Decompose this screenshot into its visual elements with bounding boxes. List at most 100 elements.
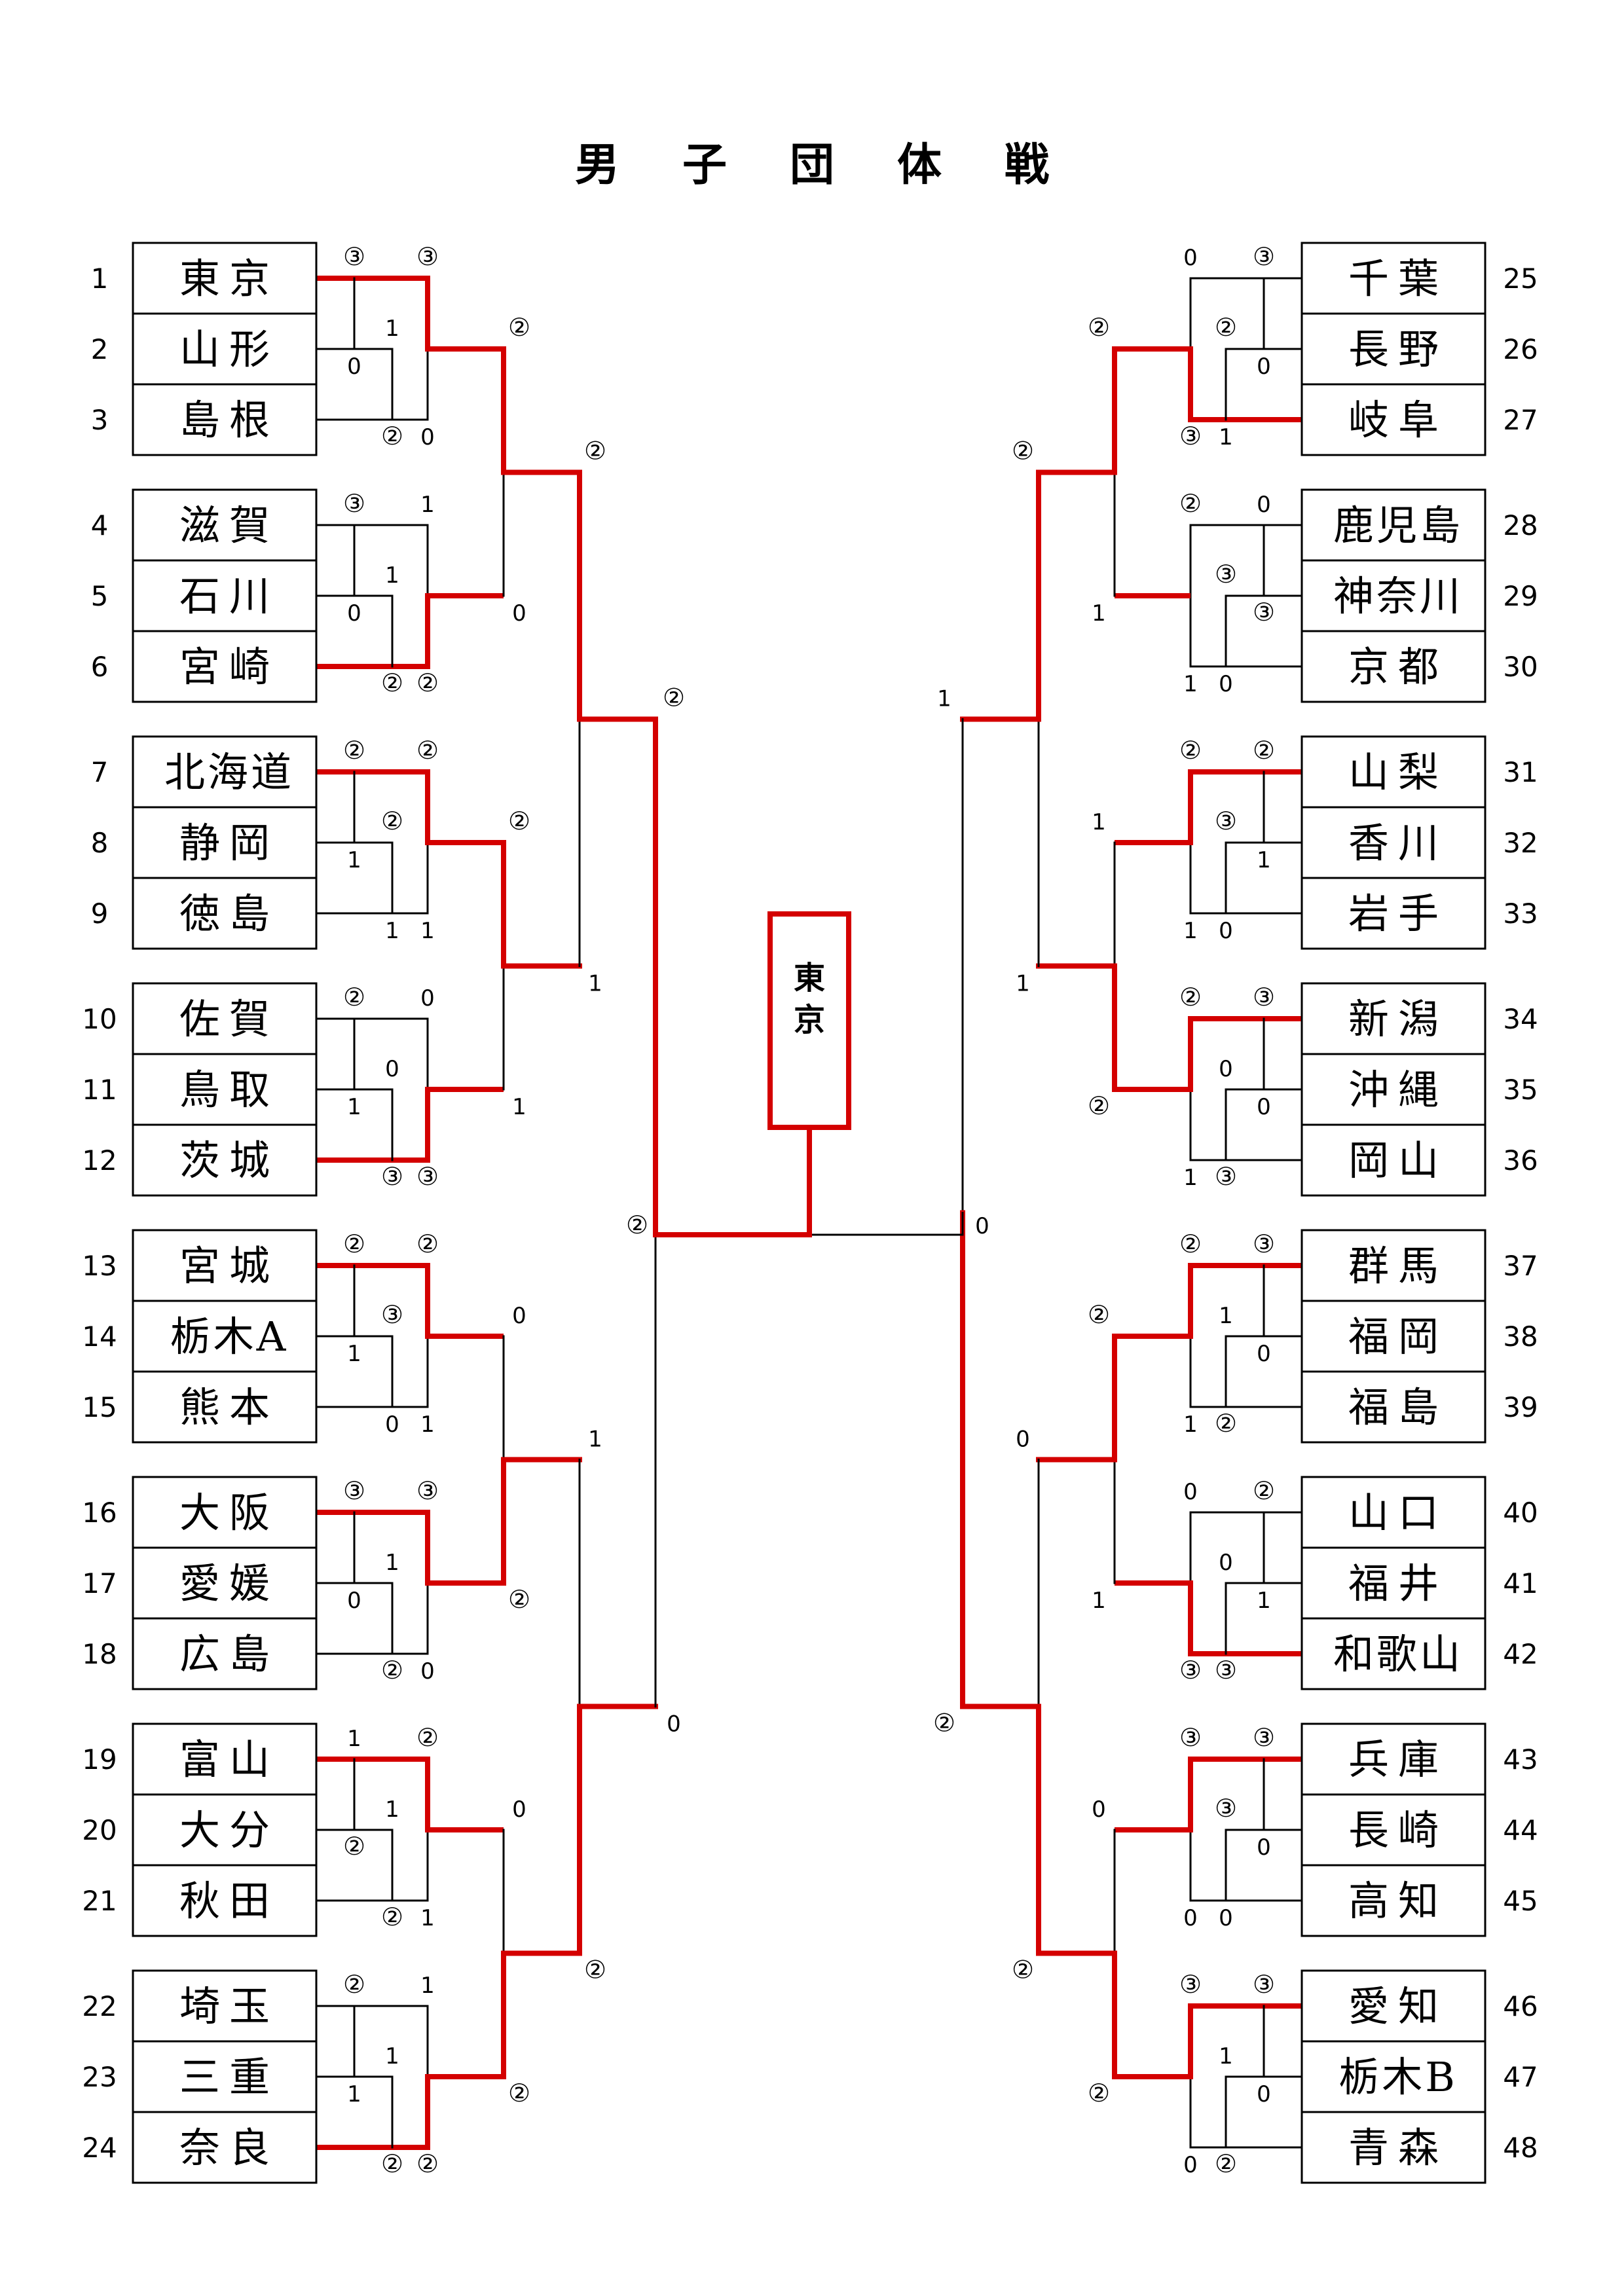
team-name: 山口 — [1348, 1489, 1448, 1537]
score: 1 — [1183, 1412, 1198, 1438]
score: 0 — [1257, 1341, 1271, 1367]
score: ② — [381, 422, 403, 450]
seed-number: 25 — [1503, 263, 1538, 295]
bracket-lines — [314, 276, 1304, 2150]
score: ② — [381, 1903, 403, 1931]
score: ② — [343, 1230, 365, 1258]
seed-number: 8 — [91, 827, 109, 859]
round2-score: 1 — [588, 971, 602, 997]
round2-score: 0 — [1016, 1427, 1030, 1453]
score: 1 — [420, 918, 435, 944]
score: 1 — [1183, 918, 1198, 944]
round1-score: 1 — [512, 1094, 526, 1120]
league-winner-line — [1115, 1759, 1193, 1832]
score: 0 — [1219, 671, 1233, 697]
score: 0 — [420, 1658, 435, 1685]
team-box — [1301, 1229, 1486, 1302]
round2-score: ② — [1012, 437, 1034, 465]
score: 1 — [1257, 1588, 1271, 1614]
team-name: 石川 — [179, 572, 279, 620]
team-name: 滋賀 — [179, 501, 279, 549]
team-name: 福島 — [1348, 1383, 1448, 1431]
score: ② — [1179, 489, 1202, 518]
seed-number: 3 — [91, 404, 109, 436]
seed-number: 30 — [1503, 651, 1538, 683]
seed-number: 5 — [91, 580, 109, 612]
seed-number: 31 — [1503, 756, 1538, 788]
team-name: 佐賀 — [179, 995, 279, 1043]
seed-number: 13 — [82, 1250, 117, 1282]
score: 0 — [347, 1588, 361, 1614]
score: ③ — [381, 1300, 403, 1329]
round3-score: 1 — [937, 686, 951, 712]
seed-number: 19 — [82, 1743, 117, 1776]
score: 0 — [1257, 2081, 1271, 2107]
team-box — [132, 735, 318, 809]
team-name: 山梨 — [1348, 748, 1448, 796]
team-box — [1301, 2040, 1486, 2113]
team-name: 神奈川 — [1333, 572, 1463, 620]
team-name: 熊本 — [179, 1383, 279, 1431]
score: 1 — [420, 1412, 435, 1438]
score: ③ — [343, 489, 365, 518]
score: 0 — [420, 985, 435, 1011]
league-winner-line — [425, 1087, 504, 1160]
team-boxes — [132, 242, 1486, 2184]
score: 1 — [385, 562, 399, 589]
team-box — [132, 877, 318, 950]
round1-score: ② — [508, 2079, 530, 2107]
team-box — [132, 1722, 318, 1796]
team-name: 秋田 — [179, 1877, 279, 1925]
score: 0 — [1183, 2152, 1198, 2178]
seed-number: 22 — [82, 1990, 117, 2022]
team-box — [1301, 1617, 1486, 1690]
team-name: 福井 — [1348, 1559, 1448, 1607]
seed-number: 42 — [1503, 1638, 1538, 1670]
team-name: 和歌山 — [1333, 1630, 1463, 1678]
champion-box: 東京 — [767, 911, 851, 1130]
team-box — [132, 1300, 318, 1373]
score: 1 — [385, 1550, 399, 1576]
team-name: 宮城 — [179, 1242, 279, 1290]
team-name: 兵庫 — [1348, 1736, 1448, 1783]
team-box — [132, 559, 318, 632]
league-winner-line — [1115, 772, 1193, 845]
score: ③ — [416, 1162, 439, 1191]
round1-score: 0 — [1092, 1796, 1106, 1823]
round1-score: 0 — [512, 600, 526, 627]
team-box — [132, 383, 318, 456]
score: 1 — [347, 1726, 361, 1752]
score: ② — [381, 668, 403, 697]
score: 1 — [385, 918, 399, 944]
score: ③ — [416, 1476, 439, 1505]
score: ② — [1179, 983, 1202, 1011]
round1-score: ② — [1088, 313, 1110, 342]
seed-number: 14 — [82, 1321, 117, 1353]
score: 1 — [1257, 847, 1271, 873]
team-name: 三重 — [179, 2053, 279, 2101]
team-box — [132, 312, 318, 386]
round1-score: 1 — [1092, 600, 1106, 627]
team-name: 富山 — [179, 1736, 279, 1783]
league-winner-line — [1115, 346, 1193, 420]
score: ② — [1215, 1409, 1237, 1438]
seed-number: 17 — [82, 1567, 117, 1599]
seed-number: 18 — [82, 1638, 117, 1670]
seed-number: 1 — [91, 263, 109, 295]
score: ② — [416, 1230, 439, 1258]
seed-number: 45 — [1503, 1885, 1538, 1917]
round1-score: ② — [508, 1585, 530, 1614]
seed-number: 7 — [91, 756, 109, 788]
round1-score: ② — [1088, 2079, 1110, 2107]
score: ② — [1179, 1230, 1202, 1258]
score: ③ — [1253, 983, 1275, 1011]
team-name: 高知 — [1348, 1877, 1448, 1925]
seed-number: 39 — [1503, 1391, 1538, 1423]
team-box — [1301, 1546, 1486, 1620]
league-winner-line — [425, 772, 504, 845]
team-box — [1301, 1722, 1486, 1796]
score: 1 — [1183, 671, 1198, 697]
score: 0 — [1219, 918, 1233, 944]
seed-number: 11 — [82, 1074, 117, 1106]
